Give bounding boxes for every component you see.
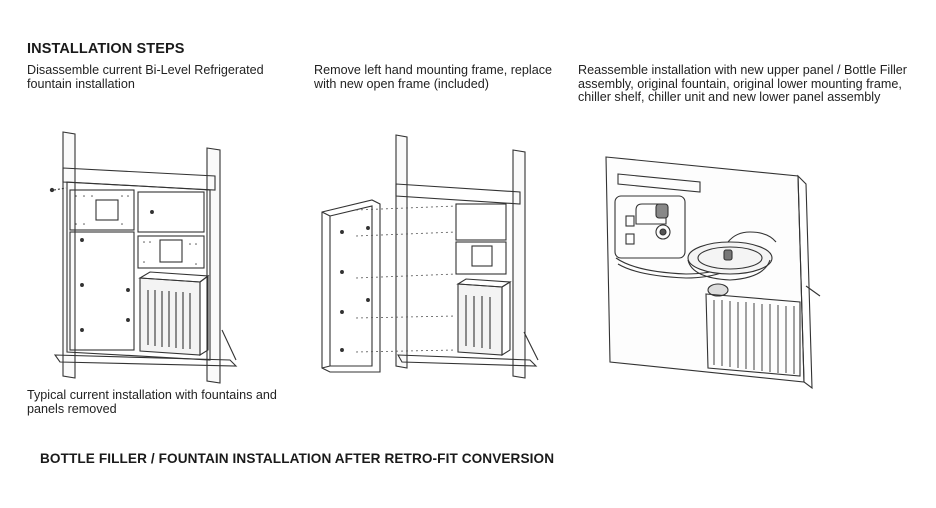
step-1-instructions: Disassemble current Bi-Level Refrigerate… — [27, 63, 264, 91]
step-3-instructions: Reassemble installation with new upper p… — [578, 63, 908, 104]
page-title: INSTALLATION STEPS — [27, 41, 185, 57]
retrofit-section-heading: BOTTLE FILLER / FOUNTAIN INSTALLATION AF… — [40, 451, 555, 466]
step-1-caption: Typical current installation with founta… — [27, 388, 277, 416]
step-2-instructions: Remove left hand mounting frame, replace… — [314, 63, 553, 91]
